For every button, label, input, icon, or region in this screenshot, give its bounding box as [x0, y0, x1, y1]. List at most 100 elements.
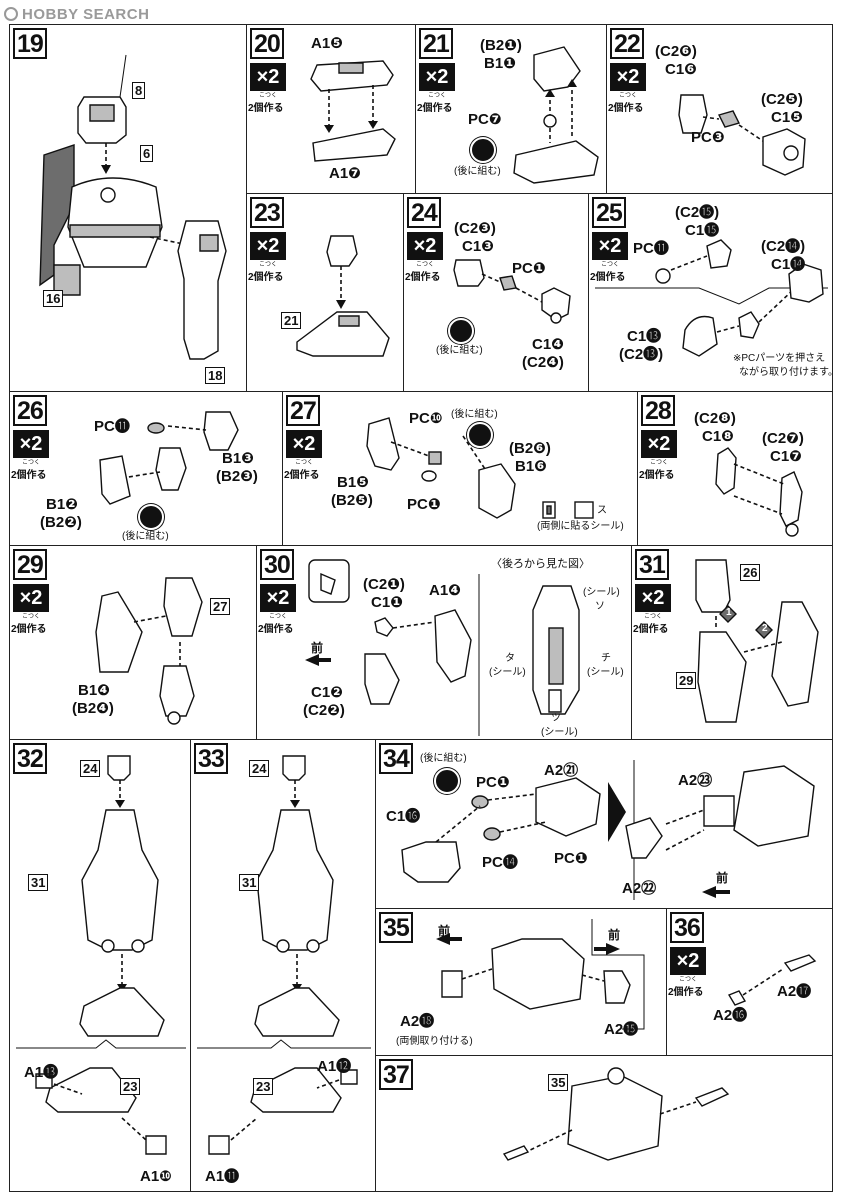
step-number: 32 — [13, 743, 47, 774]
step-31-illustration — [695, 559, 819, 723]
step-number: 25 — [592, 197, 626, 228]
make-two-badge: ×2 — [260, 584, 296, 612]
part-ref-24: 24 — [80, 760, 101, 777]
step-21-illustration — [513, 46, 599, 184]
seal-key-ta: タ — [505, 653, 515, 664]
step-number: 28 — [641, 395, 675, 426]
part-ref-18: 18 — [205, 367, 226, 384]
step-number: 33 — [194, 743, 228, 774]
part-ref-29: 29 — [676, 672, 697, 689]
step-19-panel: 19 8 6 16 18 — [9, 24, 247, 392]
pc-press-note-1: ※PCパーツを押さえ — [733, 353, 826, 364]
part-PC-1: PC❶ — [407, 496, 441, 513]
front-direction-label: 前 — [716, 871, 729, 885]
part-C1-5: C1❺ — [771, 109, 803, 126]
step-number: 20 — [250, 28, 284, 59]
assemble-later-note: (後に組む) — [420, 753, 467, 764]
step-35-panel: 35 前 前 A2⓲ (両側取り付ける) A2⓯ — [375, 908, 667, 1056]
part-ref-8: 8 — [132, 82, 146, 99]
part-A1-4: A1❹ — [429, 582, 461, 599]
step-28-illustration — [715, 447, 803, 537]
make-two-badge: ×2 — [250, 232, 286, 260]
step-29-illustration — [95, 577, 203, 725]
make-two-badge: ×2 — [641, 430, 677, 458]
part-ref-6: 6 — [140, 145, 154, 162]
attach-both-sides-note: (両側取り付ける) — [396, 1036, 473, 1047]
make-two-badge: ×2 — [635, 584, 671, 612]
part-C2-5-alt: (C2❺) — [761, 91, 803, 108]
part-C1-8: C1❽ — [702, 428, 734, 445]
part-PC-7: PC❼ — [468, 111, 502, 128]
part-C1-15: C1⓯ — [685, 222, 720, 239]
make-two-badge: ×2 — [13, 584, 49, 612]
part-C2-3-alt: (C2❸) — [454, 220, 496, 237]
part-ref-23: 23 — [120, 1078, 141, 1095]
logo-text: HOBBY SEARCH — [22, 5, 150, 23]
step-34-illustration — [401, 760, 815, 900]
step-33-illustration — [197, 755, 371, 1155]
part-A1-5: A1❺ — [311, 35, 343, 52]
seal-label-tsu: (シール) — [541, 727, 578, 738]
step-number: 23 — [250, 197, 284, 228]
part-ref-23: 23 — [253, 1078, 274, 1095]
part-A2-23: A2㉓ — [678, 772, 713, 789]
part-C1-1: C1❶ — [371, 594, 403, 611]
step-30-illustration — [305, 559, 580, 736]
make-two-badge: ×2 — [13, 430, 49, 458]
front-direction-label: 前 — [311, 641, 324, 655]
make-two-badge: ×2 — [250, 63, 286, 91]
part-C1-16: C1⓰ — [386, 808, 421, 825]
step-number: 34 — [379, 743, 413, 774]
step-23-illustration — [296, 235, 390, 357]
part-B2-1-alt: (B2❶) — [480, 37, 522, 54]
part-PC-11: PC⓫ — [633, 240, 669, 257]
part-ref-16: 16 — [43, 290, 64, 307]
step-27-illustration — [366, 417, 594, 519]
assemble-later-icon — [138, 504, 164, 530]
part-C1-14: C1⓮ — [771, 256, 806, 273]
part-C2-13-alt: (C2⓭) — [619, 346, 664, 363]
part-ref-35: 35 — [548, 1074, 569, 1091]
part-C1-6: C1❻ — [665, 61, 697, 78]
part-C1-13: C1⓭ — [627, 328, 662, 345]
part-C2-6-alt: (C2❻) — [655, 43, 697, 60]
step-number: 27 — [286, 395, 320, 426]
part-ref-21: 21 — [281, 312, 302, 329]
step-19-illustration — [39, 54, 227, 360]
part-PC-10: PC❿ — [409, 410, 443, 427]
part-A2-18: A2⓲ — [400, 1013, 435, 1030]
step-number: 29 — [13, 549, 47, 580]
make-two-badge: ×2 — [610, 63, 646, 91]
assemble-later-note: (後に組む) — [436, 345, 483, 356]
step-32-illustration — [16, 755, 186, 1155]
assemble-later-icon — [470, 137, 496, 163]
step-34-panel: 34 (後に組む) PC❶ A2㉑ C1⓰ PC⓮ PC❶ A2㉓ A2㉒ 前 — [375, 739, 833, 909]
part-B2-5-alt: (B2❺) — [331, 492, 373, 509]
part-A1-7: A1❼ — [329, 165, 361, 182]
part-C2-8-alt: (C2❽) — [694, 410, 736, 427]
step-32-panel: 32 24 31 A1⓭ 23 A1❿ — [9, 739, 191, 1192]
step-number: 31 — [635, 549, 669, 580]
step-number: 36 — [670, 912, 704, 943]
part-C1-4: C1❹ — [532, 336, 564, 353]
part-C1-2: C1❷ — [311, 684, 343, 701]
seal-key-so: ソ — [595, 601, 605, 612]
part-B1-3: B1❸ — [222, 450, 254, 467]
part-C1-7: C1❼ — [770, 448, 802, 465]
part-ref-24: 24 — [249, 760, 270, 777]
part-ref-26: 26 — [740, 564, 761, 581]
part-PC-11: PC⓫ — [94, 418, 130, 435]
part-B1-4: B1❹ — [78, 682, 110, 699]
